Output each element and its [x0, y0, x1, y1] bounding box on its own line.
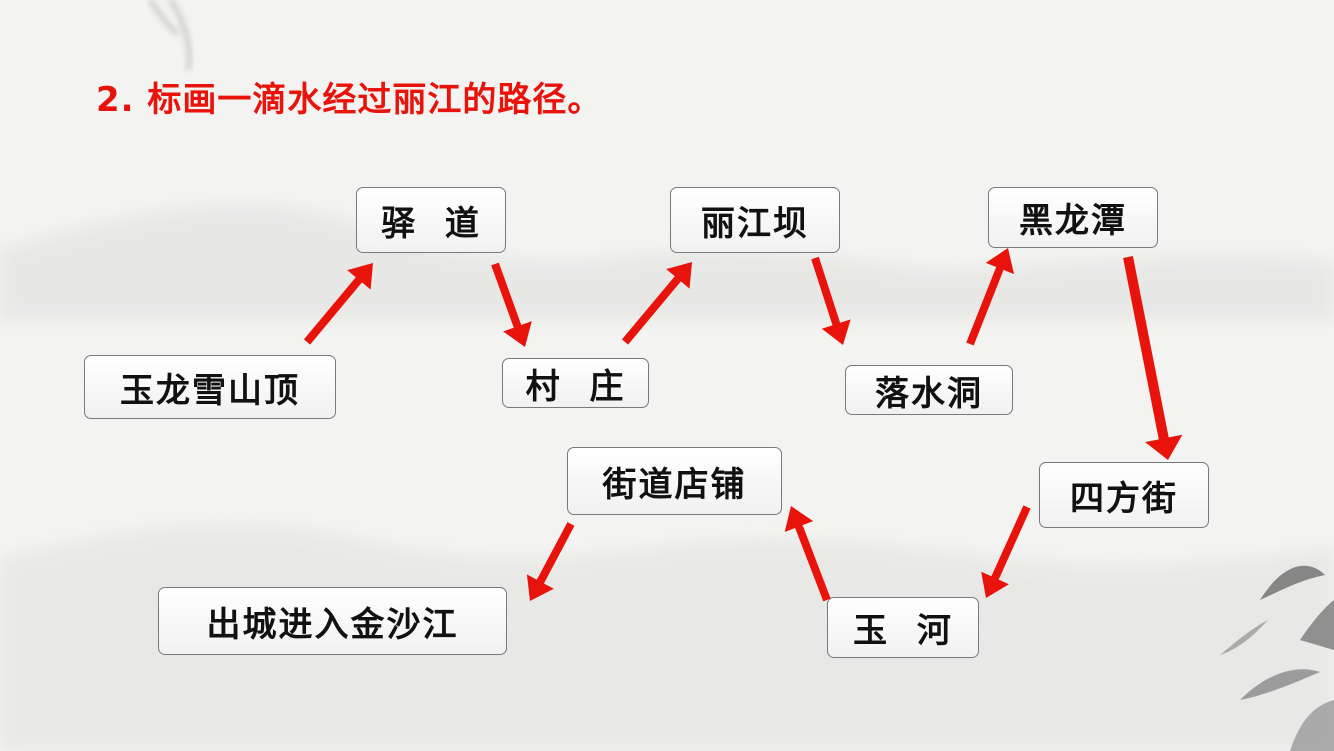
- node-post-road: 驿 道: [356, 187, 506, 253]
- node-jade-river: 玉 河: [827, 597, 979, 658]
- node-yulong-snow-mountain-top: 玉龙雪山顶: [84, 355, 336, 419]
- node-lijiang-basin: 丽江坝: [670, 187, 840, 253]
- node-sifang-street: 四方街: [1039, 462, 1209, 528]
- node-village: 村 庄: [502, 358, 649, 408]
- node-street-shops: 街道店铺: [567, 447, 782, 515]
- bamboo-leaves-decoration: [1220, 565, 1334, 751]
- node-exit-city-to-jinsha-river: 出城进入金沙江: [158, 587, 507, 655]
- node-sinkhole: 落水洞: [845, 365, 1013, 415]
- node-black-dragon-pool: 黑龙潭: [988, 187, 1158, 248]
- slide-title: 2. 标画一滴水经过丽江的路径。: [96, 80, 603, 120]
